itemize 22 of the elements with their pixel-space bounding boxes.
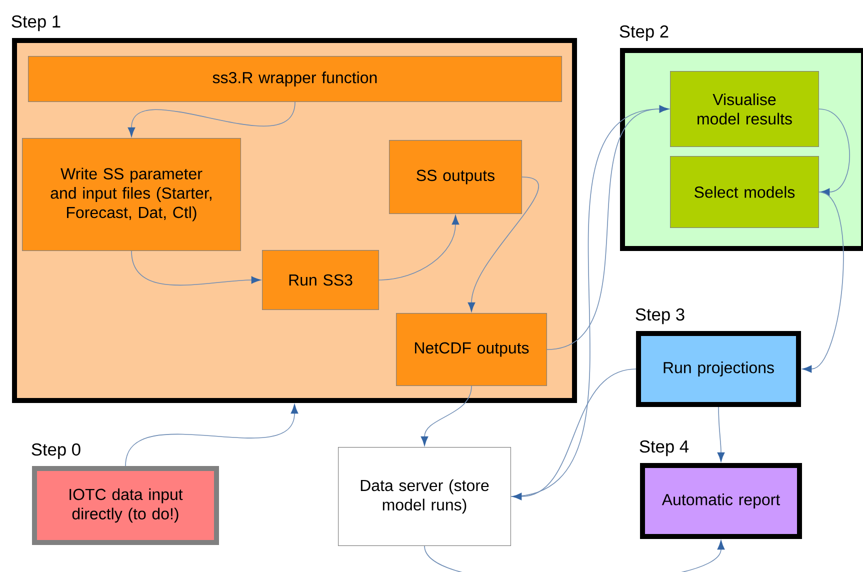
process-box: Write SS parameter and input files (Starter, Forecast, Dat, Ctl): [22, 138, 241, 251]
step-heading: Step 0: [32, 443, 80, 460]
arrow: [468, 176, 538, 312]
arrow: [128, 102, 296, 137]
process-box: Run SS3: [262, 250, 380, 310]
step-heading: Step 2: [620, 25, 668, 42]
arrow: [510, 105, 669, 497]
step-heading: Step 1: [12, 15, 60, 32]
process-box: Automatic report: [640, 463, 802, 539]
arrow: [717, 406, 725, 462]
arrow: [512, 368, 636, 500]
server-box: Data server (store model runs): [338, 447, 512, 546]
arrow: [131, 250, 261, 286]
process-box: NetCDF outputs: [396, 313, 547, 386]
process-box: ss3.R wrapper function: [28, 56, 562, 102]
process-box: IOTC data input directly (to do!): [32, 466, 219, 545]
process-box: Run projections: [636, 331, 802, 407]
step-heading: Step 3: [636, 308, 684, 324]
process-box: SS outputs: [389, 140, 522, 214]
arrow: [125, 404, 298, 466]
step-heading: Step 4: [640, 440, 689, 456]
arrow: [378, 215, 460, 280]
